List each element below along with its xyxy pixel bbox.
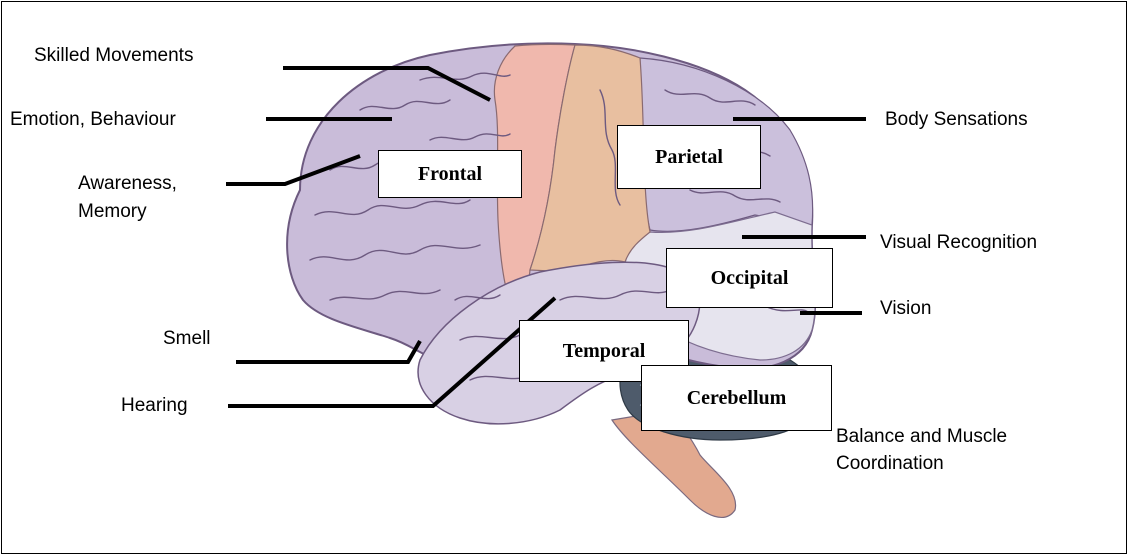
label-body-sensations: Body Sensations (885, 108, 1028, 132)
label-emotion-behaviour: Emotion, Behaviour (10, 108, 176, 132)
label-balance: Balance and Muscle (836, 425, 1007, 449)
label-smell: Smell (163, 327, 211, 351)
lobe-box-occipital: Occipital (666, 248, 833, 308)
label-visual-recognition: Visual Recognition (880, 231, 1037, 255)
pointer-smell (236, 341, 420, 362)
lobe-box-frontal: Frontal (378, 150, 522, 198)
label-skilled-movements: Skilled Movements (34, 44, 193, 68)
label-vision: Vision (880, 297, 931, 321)
lobe-box-parietal: Parietal (617, 125, 761, 189)
label-awareness: Awareness, (78, 172, 177, 196)
label-coordination: Coordination (836, 452, 944, 476)
lobe-box-cerebellum: Cerebellum (641, 365, 832, 431)
label-hearing: Hearing (121, 394, 188, 418)
label-memory: Memory (78, 200, 147, 224)
